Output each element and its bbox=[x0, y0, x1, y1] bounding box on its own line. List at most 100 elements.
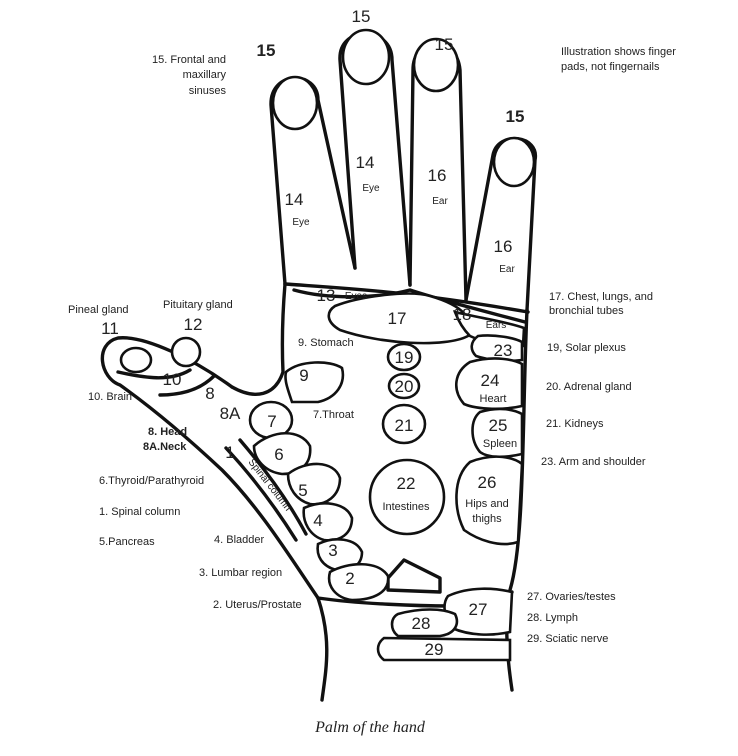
zone-9-number: 9 bbox=[299, 366, 308, 385]
zone-2-number: 2 bbox=[345, 569, 354, 588]
palm-zones bbox=[284, 292, 526, 662]
zone-26-label-line1: Hips and bbox=[465, 498, 508, 510]
zone-11 bbox=[119, 346, 153, 374]
label-chest-line2: bronchial tubes bbox=[549, 305, 624, 317]
pointer-15-index: 15 bbox=[257, 41, 276, 60]
middle-finger-number: 14 bbox=[356, 153, 375, 172]
label-pineal-gland: Pineal gland bbox=[68, 304, 129, 316]
thumb-crease-8 bbox=[158, 374, 216, 397]
left-labels: Pineal gland Pituitary gland 9. Stomach … bbox=[68, 299, 354, 611]
zone-24-number: 24 bbox=[481, 371, 500, 390]
zone-20-number: 20 bbox=[395, 377, 414, 396]
label-neck: 8A.Neck bbox=[143, 441, 187, 453]
zone-5 bbox=[286, 462, 342, 506]
label-uterus-prostate: 2. Uterus/Prostate bbox=[213, 599, 302, 611]
zone-24-label: Heart bbox=[480, 393, 507, 405]
zone-21 bbox=[381, 403, 427, 445]
zone-22 bbox=[368, 458, 446, 536]
little-finger-pad bbox=[492, 136, 536, 188]
zone-8-number: 8 bbox=[205, 384, 214, 403]
thumb-zones bbox=[116, 336, 390, 602]
label-chest-line1: 17. Chest, lungs, and bbox=[549, 291, 653, 303]
zone-1-number: 1 bbox=[225, 443, 234, 462]
zone-28 bbox=[390, 608, 459, 638]
zone-23-number: 23 bbox=[494, 341, 513, 360]
zone-22-label: Intestines bbox=[382, 501, 430, 513]
illustration-note-line1: Illustration shows finger bbox=[561, 46, 676, 58]
label-pituitary-gland: Pituitary gland bbox=[163, 299, 233, 311]
index-finger-label: Eye bbox=[292, 217, 310, 228]
zone-2 bbox=[327, 562, 390, 602]
right-labels: 17. Chest, lungs, and bronchial tubes 19… bbox=[527, 291, 653, 645]
label-lumbar-region: 3. Lumbar region bbox=[199, 567, 282, 579]
zone-25-number: 25 bbox=[489, 416, 508, 435]
zone-22-number: 22 bbox=[397, 474, 416, 493]
ring-finger-label: Ear bbox=[432, 196, 448, 207]
zone-20 bbox=[387, 372, 421, 400]
thumb-crease-10 bbox=[116, 368, 192, 380]
zone-26-number: 26 bbox=[478, 473, 497, 492]
pointer-15-little: 15 bbox=[506, 107, 525, 126]
label-head: 8. Head bbox=[148, 426, 187, 438]
band-bottom-line bbox=[292, 288, 527, 324]
pointer-15-ring: 15 bbox=[435, 35, 454, 54]
index-finger-number: 14 bbox=[285, 190, 304, 209]
zone-13-number: 13 bbox=[317, 286, 336, 305]
zone-27-number: 27 bbox=[469, 600, 488, 619]
zone-28-number: 28 bbox=[412, 614, 431, 633]
zone-26-label-line2: thighs bbox=[472, 513, 502, 525]
zone-18-number: 18 bbox=[453, 305, 472, 324]
label-sciatic-nerve: 29. Sciatic nerve bbox=[527, 633, 608, 645]
zone-4-number: 4 bbox=[313, 511, 322, 530]
zone-11-number: 11 bbox=[101, 319, 119, 338]
palm-zone-numbers: 13 Eyes 17 18 Ears 19 20 21 22 Intestine… bbox=[317, 286, 518, 659]
band-top-line bbox=[283, 282, 530, 314]
little-finger-label: Ear bbox=[499, 264, 515, 275]
zone-17 bbox=[327, 292, 471, 345]
top-notes: 15. Frontal and maxillary sinuses Illust… bbox=[152, 46, 676, 97]
finger-pads bbox=[271, 28, 536, 188]
zone-8a-number: 8A bbox=[220, 404, 241, 423]
spinal-column-band bbox=[224, 438, 308, 542]
zone-7-number: 7 bbox=[267, 412, 276, 431]
ring-finger-number: 16 bbox=[428, 166, 447, 185]
label-stomach: 9. Stomach bbox=[298, 337, 354, 349]
label-throat: 7.Throat bbox=[313, 409, 354, 421]
sinus-note-line1: 15. Frontal and bbox=[152, 54, 226, 66]
label-adrenal-gland: 20. Adrenal gland bbox=[546, 381, 632, 393]
label-brain: 10. Brain bbox=[88, 391, 132, 403]
ring-finger-pad bbox=[412, 37, 460, 93]
thumb-outline bbox=[100, 336, 329, 702]
label-bladder: 4. Bladder bbox=[214, 534, 264, 546]
zone-5-number: 5 bbox=[298, 481, 307, 500]
index-finger-pad bbox=[271, 75, 319, 131]
zone-12-number: 12 bbox=[184, 315, 203, 334]
label-ovaries-testes: 27. Ovaries/testes bbox=[527, 591, 616, 603]
zone-3-number: 3 bbox=[328, 541, 337, 560]
zone-19 bbox=[386, 342, 422, 372]
label-pancreas: 5.Pancreas bbox=[99, 536, 155, 548]
zone-26 bbox=[455, 455, 524, 546]
label-thyroid: 6.Thyroid/Parathyroid bbox=[99, 475, 204, 487]
label-lymph: 28. Lymph bbox=[527, 612, 578, 624]
sinus-note-line2: maxillary bbox=[183, 69, 227, 81]
middle-finger-pad bbox=[341, 28, 391, 86]
finger-labels: 14 Eye 14 Eye 16 Ear 16 Ear bbox=[285, 153, 516, 275]
finger-base-band bbox=[283, 282, 530, 324]
palm-left-edge bbox=[230, 282, 287, 396]
little-finger-number: 16 bbox=[494, 237, 513, 256]
illustration-note-line2: pads, not fingernails bbox=[561, 61, 660, 73]
middle-finger-label: Eye bbox=[362, 183, 380, 194]
label-solar-plexus: 19, Solar plexus bbox=[547, 342, 626, 354]
pointer-15-middle: 15 bbox=[352, 7, 371, 26]
zone-17-number: 17 bbox=[388, 309, 407, 328]
label-kidneys: 21. Kidneys bbox=[546, 418, 604, 430]
figure-caption: Palm of the hand bbox=[314, 719, 426, 736]
zone-12 bbox=[170, 336, 202, 368]
zone-13-label: Eyes bbox=[345, 291, 367, 302]
sinus-note-line3: sinuses bbox=[189, 85, 227, 97]
label-arm-and-shoulder: 23. Arm and shoulder bbox=[541, 456, 646, 468]
zone-19-number: 19 bbox=[395, 348, 414, 367]
